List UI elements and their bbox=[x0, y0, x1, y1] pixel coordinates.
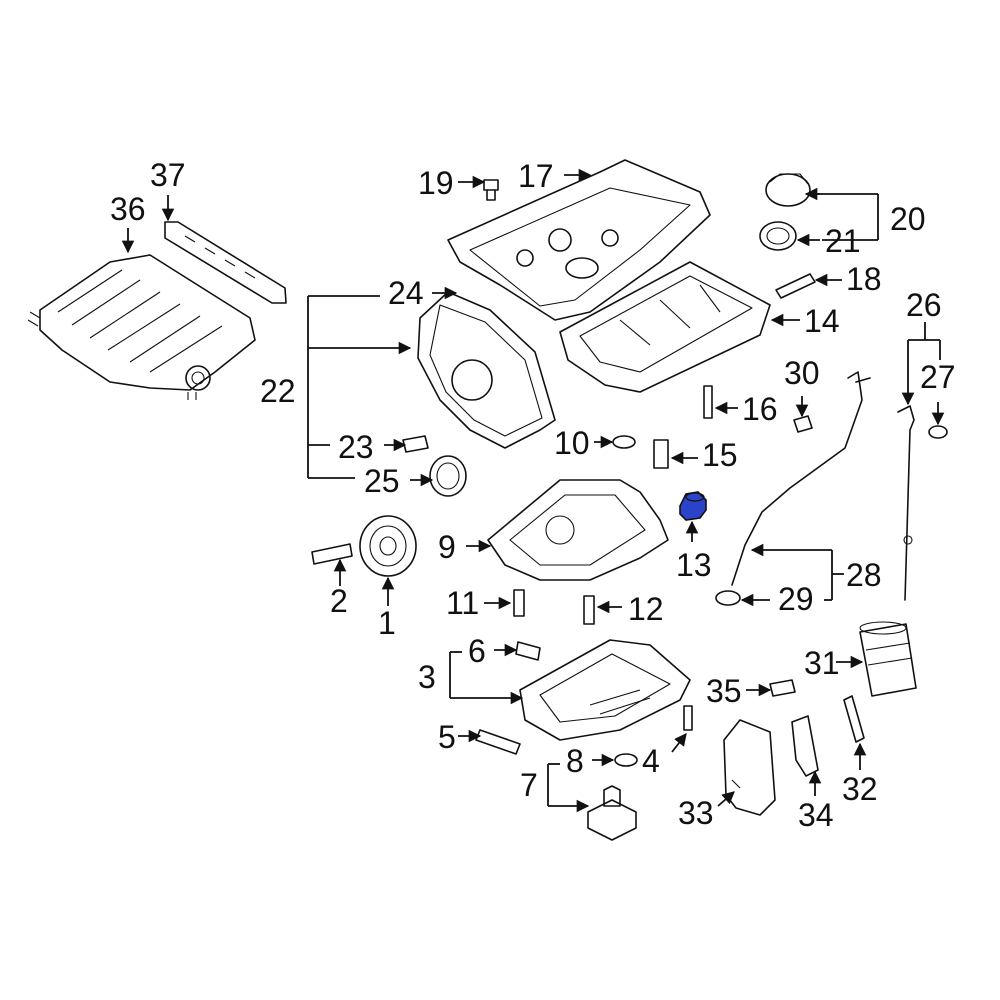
callout-19: 19 bbox=[418, 165, 454, 201]
o-ring-29-part bbox=[715, 590, 741, 606]
lower-crankcase-part bbox=[487, 479, 669, 581]
callout-34: 34 bbox=[798, 797, 834, 833]
bolt-35-part bbox=[769, 679, 796, 697]
callout-10: 10 bbox=[554, 425, 590, 461]
callout-11: 11 bbox=[446, 585, 479, 621]
callout-23: 23 bbox=[338, 429, 374, 465]
clip-30-part bbox=[793, 415, 813, 433]
highlighted-part-13 bbox=[679, 491, 707, 521]
oil-cap-part bbox=[765, 173, 811, 207]
callout-7: 7 bbox=[520, 767, 538, 803]
upper-oil-pan-part bbox=[559, 261, 771, 393]
seal-25-part bbox=[429, 455, 467, 497]
callout-26: 26 bbox=[906, 287, 942, 323]
intake-manifold-part bbox=[27, 254, 256, 400]
valve-cover-part bbox=[447, 159, 711, 321]
oil-level-sensor-part bbox=[587, 785, 637, 841]
bolt-11-part bbox=[513, 589, 525, 617]
callout-2: 2 bbox=[330, 583, 348, 619]
callout-21: 21 bbox=[825, 223, 861, 259]
callout-3: 3 bbox=[418, 659, 436, 695]
dipstick-part bbox=[897, 405, 915, 601]
pulley-part bbox=[359, 515, 417, 577]
callout-35: 35 bbox=[706, 673, 742, 709]
callout-30: 30 bbox=[784, 355, 820, 391]
bolt-15-part bbox=[653, 439, 669, 469]
callout-1: 1 bbox=[378, 605, 396, 641]
oil-pan-part bbox=[519, 639, 691, 741]
bolt-23-part bbox=[402, 435, 429, 453]
o-ring-27-part bbox=[928, 425, 948, 439]
drain-plug-part bbox=[515, 641, 541, 661]
leader-lines bbox=[121, 168, 945, 813]
callout-5: 5 bbox=[438, 719, 456, 755]
bracket-34-part bbox=[791, 715, 819, 777]
callout-4: 4 bbox=[642, 743, 660, 779]
washer-8-part bbox=[614, 753, 638, 767]
callout-22: 22 bbox=[260, 373, 296, 409]
sensor-5-part bbox=[475, 729, 521, 755]
cap-seal-part bbox=[759, 221, 797, 251]
callout-16: 16 bbox=[742, 391, 778, 427]
timing-cover-part bbox=[417, 291, 556, 449]
callout-8: 8 bbox=[566, 743, 584, 779]
callout-28: 28 bbox=[846, 557, 882, 593]
bolt-4-part bbox=[683, 705, 693, 731]
oil-filter-part bbox=[859, 621, 917, 697]
callout-33: 33 bbox=[678, 795, 714, 831]
bolt-19-part bbox=[483, 179, 499, 201]
callout-36: 36 bbox=[110, 191, 146, 227]
callout-17: 17 bbox=[518, 158, 554, 194]
callout-labels: 36 37 19 17 20 21 18 24 14 22 26 30 27 1… bbox=[110, 157, 956, 833]
manifold-gasket-part bbox=[164, 221, 287, 304]
callout-32: 32 bbox=[842, 771, 878, 807]
callout-9: 9 bbox=[438, 529, 456, 565]
callout-31: 31 bbox=[804, 645, 840, 681]
callout-24: 24 bbox=[388, 275, 424, 311]
stud-16-part bbox=[703, 385, 713, 419]
bolt-2-part bbox=[311, 543, 353, 565]
callout-12: 12 bbox=[628, 591, 664, 627]
callout-27: 27 bbox=[920, 359, 956, 395]
callout-37: 37 bbox=[150, 157, 186, 193]
oil-cooler-part bbox=[723, 719, 776, 816]
sensor-18-part bbox=[775, 273, 816, 299]
callout-6: 6 bbox=[468, 633, 486, 669]
callout-15: 15 bbox=[702, 437, 738, 473]
callout-29: 29 bbox=[778, 581, 814, 617]
washer-10-part bbox=[612, 435, 636, 449]
callout-20: 20 bbox=[890, 201, 926, 237]
callout-13: 13 bbox=[676, 547, 712, 583]
dipstick-tube-part bbox=[731, 371, 871, 586]
stud-32-part bbox=[843, 695, 865, 743]
callout-14: 14 bbox=[804, 303, 840, 339]
bolt-12-part bbox=[583, 595, 595, 625]
callout-18: 18 bbox=[846, 261, 882, 297]
callout-25: 25 bbox=[364, 463, 400, 499]
